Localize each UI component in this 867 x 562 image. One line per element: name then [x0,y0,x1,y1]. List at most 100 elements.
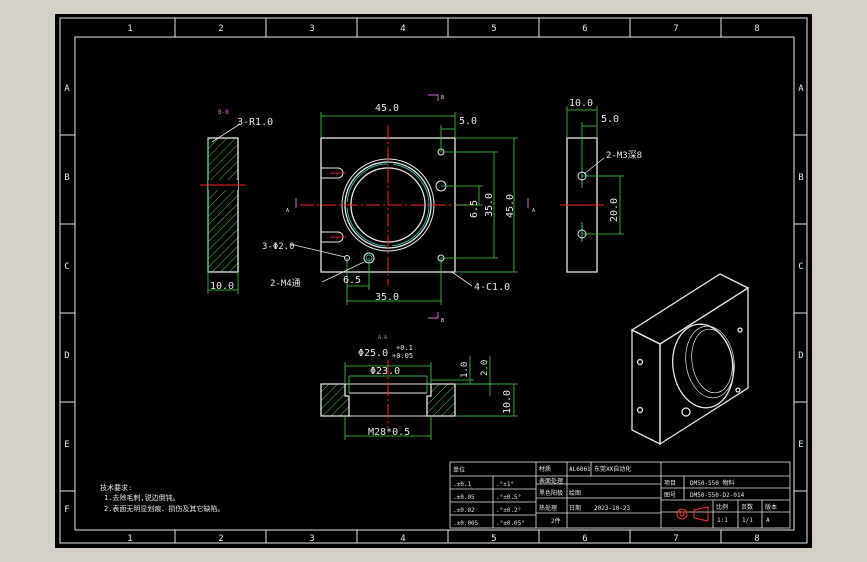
tb-text: 日期 [569,504,581,512]
tb-text: DM50-550-D2-014 [690,492,745,499]
grid-number: 7 [673,534,678,544]
section-hatch-left [320,383,350,417]
section-markers [295,94,529,319]
tb-text: .±0.02 [453,507,475,514]
grid-ticks [60,18,807,543]
tb-text: .±0.1 [453,481,471,488]
left-view-body [207,137,239,273]
tb-text: A [766,517,770,524]
dim-text: 6.5 [469,200,480,218]
grid-letter: E [798,440,803,450]
isometric-view [630,273,750,446]
grid-letter: C [64,262,69,272]
grid-letter: D [64,351,69,361]
dim-text: 3-Φ2.0 [262,242,295,252]
iso-hole [735,387,741,393]
grid-number: 2 [218,534,223,544]
dim-text: M28*0.5 [368,427,410,438]
slot-lower [321,231,346,243]
iso-hole [636,406,644,414]
tb-text: .°±0.2° [496,507,521,514]
tb-text: 热处理 [539,504,557,512]
tb-text: 1/1 [742,517,753,524]
grid-number: 6 [582,24,587,34]
dim-text: 6.5 [343,275,361,286]
grid-number: 1 [127,534,132,544]
grid-number: 5 [491,534,496,544]
dim-text: 10.0 [502,390,513,414]
grid-number: 4 [400,24,405,34]
dim-text: 5.0 [601,114,619,125]
iso-bore-inner [691,328,733,394]
tb-text: .°±0.05° [496,520,525,527]
dim-text: 45.0 [375,103,399,114]
section-view: A-A Φ25.0 +0.1 +0.05 Φ23.0 M28*0.5 1.0 2… [320,335,518,440]
dim-text: 35.0 [375,292,399,303]
dim-text: 45.0 [505,194,516,218]
grid-letter: B [798,173,803,183]
slot-upper [321,167,346,179]
leader-line [211,123,241,143]
section-hatch-right [426,383,456,417]
dim-text: 5.0 [459,116,477,127]
notes-title: 技术要求: [100,483,132,492]
grid-number: 6 [582,534,587,544]
dim-text: +0.1 [396,344,413,352]
dim-text: 2-M3深8 [606,150,642,161]
section-dim-lines [344,356,518,440]
cut-marker: A [286,208,289,214]
left-side-view: B-B 3-R1.0 10.0 [200,109,273,294]
tb-text: AL6061 [569,466,591,473]
title-block: 单位 .±0.1 .±0.05 .±0.02 .±0.005 .°±1° .°±… [449,461,791,529]
iso-hole [636,358,644,366]
dim-text: Φ25.0 [358,348,388,359]
tb-text: 项目 [664,480,676,487]
front-dim-lines [320,112,518,305]
tb-text: DM50-550 物料 [690,479,735,487]
tb-text: 东莞XX自动化 [594,465,631,473]
tb-text: 单位 [453,466,465,474]
tb-text: 黑色阳极 [539,489,563,497]
cut-marker: B [441,95,444,101]
tb-text: .±0.05 [453,494,475,501]
leader-line [583,157,605,175]
tb-text: 1:1 [717,517,728,524]
iso-bore-thread [685,325,735,399]
dim-text: 10.0 [569,98,593,109]
tb-text: 材质 [539,465,551,473]
dim-text: 10.0 [210,281,234,292]
tb-text: 页数 [741,503,753,511]
technical-notes: 技术要求: 1.去除毛刺,锐边倒钝。 2.表面无明显划痕、损伤及其它缺陷。 [100,483,224,513]
projection-symbol-icon [676,506,709,522]
right-dim-lines [566,106,624,235]
iso-front-face [659,286,749,446]
iso-bore-outer [672,323,734,409]
grid-number: 1 [127,24,132,34]
dim-text: +0.05 [392,352,413,360]
grid-number: 5 [491,24,496,34]
drawing-background [55,14,812,548]
tb-text: 绘图 [569,489,581,497]
grid-number: 8 [754,534,759,544]
dim-text: 4-C1.0 [474,282,510,293]
notes-line: 2.表面无明显划痕、损伤及其它缺陷。 [104,504,224,513]
front-view: 45.0 5.0 45.0 35.0 6.5 3-Φ2.0 2-M4通 6.5 … [262,94,535,324]
iso-hole [737,327,743,333]
dim-text: 2-M4通 [270,278,301,289]
grid-number: 4 [400,534,405,544]
dim-text: Φ23.0 [370,366,400,377]
tb-text: 图号 [664,492,676,499]
tb-text: 比例 [716,503,728,511]
iso-hole [681,407,691,417]
notes-line: 1.去除毛刺,锐边倒钝。 [104,493,180,502]
grid-number: 2 [218,24,223,34]
outer-frame [59,17,808,544]
tb-text: 2件 [551,517,561,525]
grid-letter: F [64,505,69,515]
tb-text: 2023-10-23 [594,505,631,512]
dim-text: 20.0 [609,198,620,222]
inner-frame [74,36,795,531]
right-side-view: 10.0 5.0 2-M3深8 20.0 [560,98,642,273]
